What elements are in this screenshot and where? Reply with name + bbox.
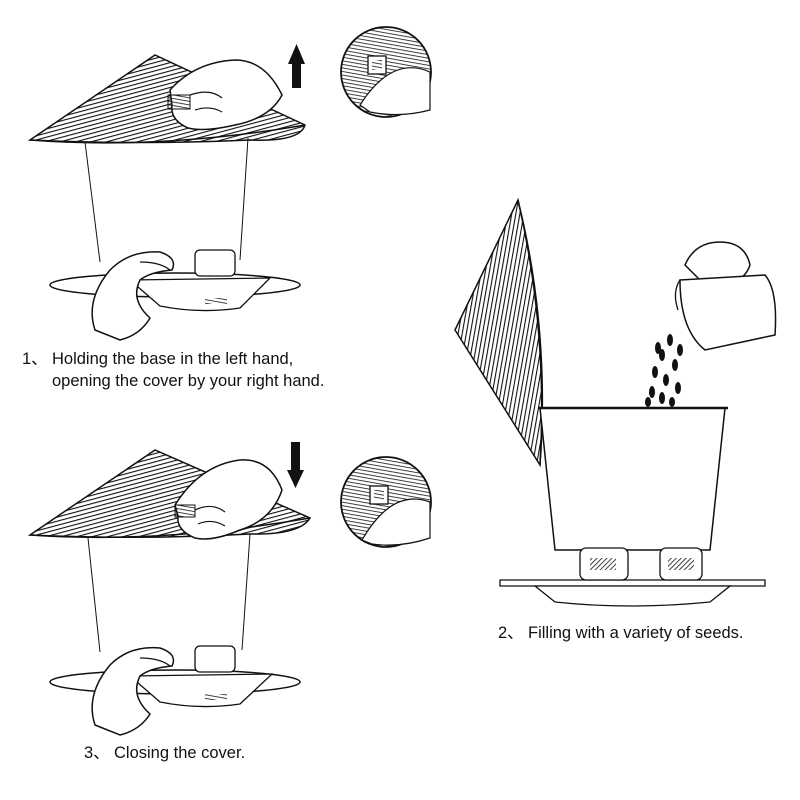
detail-magnifier bbox=[340, 26, 432, 118]
step-3-panel: 3、Closing the cover. bbox=[0, 420, 440, 800]
left-hand bbox=[91, 646, 175, 736]
right-hand bbox=[174, 459, 283, 540]
feeder-roof-open bbox=[454, 197, 544, 468]
feeder-body-lines bbox=[84, 137, 249, 263]
step-1-caption: 1、Holding the base in the left hand, ope… bbox=[22, 348, 324, 392]
step-3-caption: 3、Closing the cover. bbox=[84, 742, 245, 764]
step-1-text-line1: Holding the base in the left hand, bbox=[52, 350, 294, 368]
feeder-base bbox=[49, 249, 301, 312]
step-3-illustration bbox=[27, 442, 432, 736]
step-1-illustration bbox=[27, 26, 432, 341]
detail-magnifier bbox=[340, 456, 432, 548]
falling-seeds bbox=[645, 334, 683, 407]
step-1-text-line2: opening the cover by your right hand. bbox=[52, 372, 325, 390]
step-2-illustration bbox=[454, 197, 777, 607]
step-3-number: 3、 bbox=[84, 744, 110, 762]
step-1-panel: 1、Holding the base in the left hand, ope… bbox=[0, 0, 440, 420]
feeder-container bbox=[538, 406, 728, 551]
down-arrow-icon bbox=[287, 442, 304, 488]
step-3-text: Closing the cover. bbox=[114, 744, 246, 762]
left-hand bbox=[91, 251, 175, 341]
step-2-number: 2、 bbox=[498, 624, 524, 642]
step-2-text: Filling with a variety of seeds. bbox=[528, 624, 744, 642]
step-2-caption: 2、Filling with a variety of seeds. bbox=[498, 622, 744, 644]
feeder-base bbox=[499, 547, 766, 607]
feeder-base bbox=[49, 645, 301, 708]
right-hand bbox=[167, 59, 283, 131]
step-1-number: 1、 bbox=[22, 350, 48, 368]
step-2-panel: 2、Filling with a variety of seeds. bbox=[440, 180, 800, 660]
up-arrow-icon bbox=[288, 44, 305, 88]
feeder-body-lines bbox=[87, 533, 251, 653]
hand-with-cup bbox=[674, 241, 777, 351]
